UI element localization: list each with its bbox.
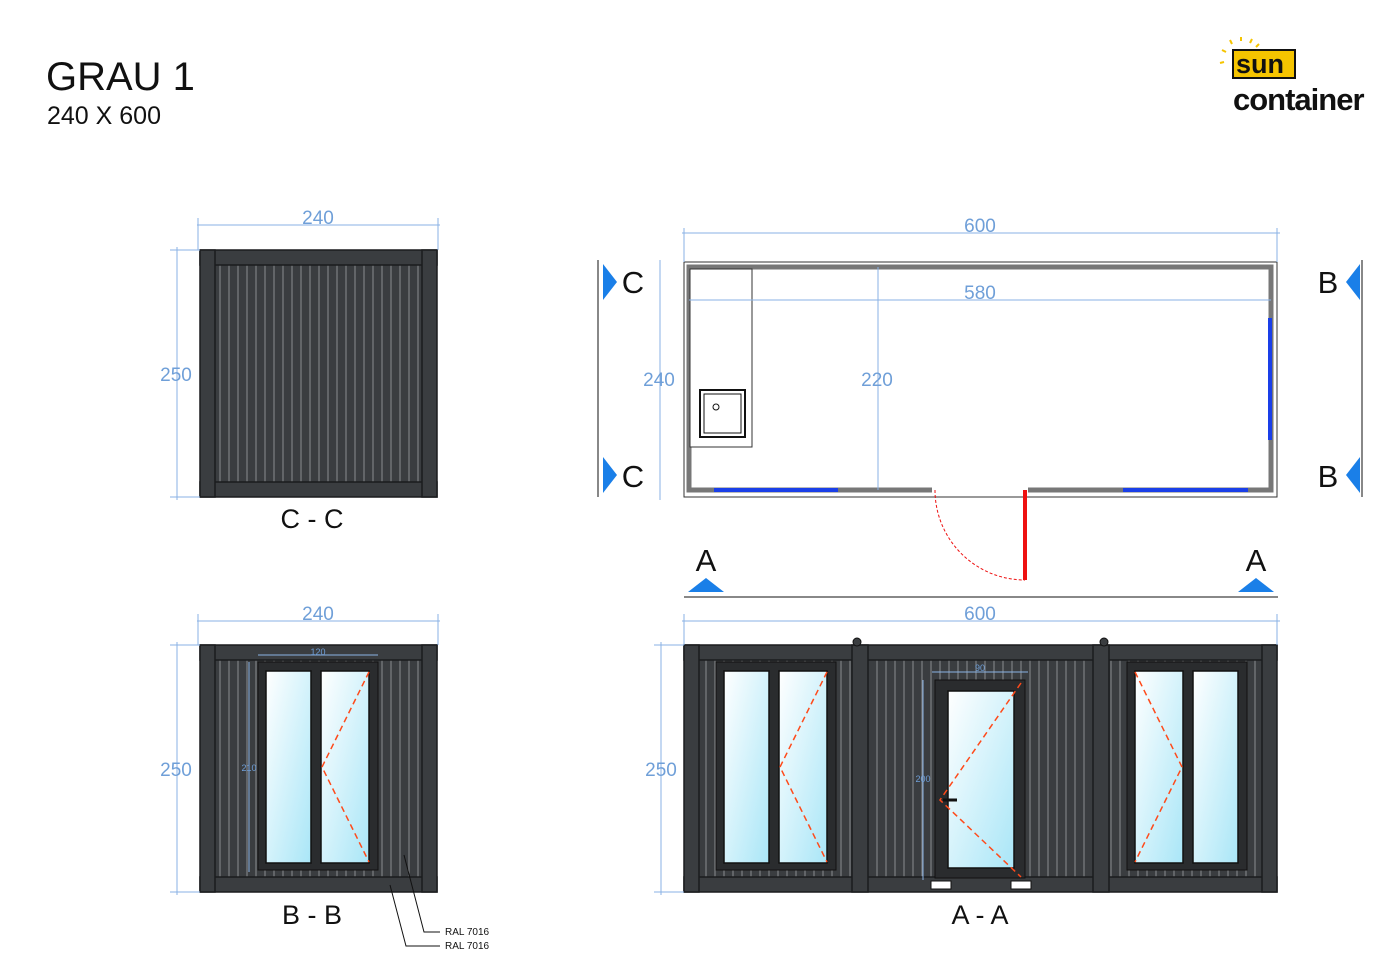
section-b-b: 120 210 240 250 B - B RAL 7016 RAL 7016 bbox=[160, 604, 489, 952]
floor-plan: 600 580 240 220 C C B B A A bbox=[597, 216, 1363, 598]
aa-left-window-pane-1 bbox=[723, 670, 770, 864]
plan-width-dimension: 240 bbox=[643, 370, 675, 391]
plan-inner-length-dimension: 580 bbox=[964, 283, 996, 304]
aa-length-dimension: 600 bbox=[964, 604, 996, 625]
aa-right-window-pane-1 bbox=[1134, 670, 1184, 864]
aa-left-window-pane-2 bbox=[778, 670, 828, 864]
aa-door-width: 90 bbox=[975, 663, 985, 673]
bb-window-height: 210 bbox=[241, 763, 256, 773]
sheet-title: GRAU 1 bbox=[46, 55, 195, 99]
bb-window-width: 120 bbox=[310, 647, 325, 657]
section-c-marker-bottom bbox=[603, 457, 617, 493]
bb-window-pane-right bbox=[320, 670, 370, 864]
sun-container-logo: sun container bbox=[1219, 37, 1365, 117]
sheet-subtitle: 240 X 600 bbox=[47, 102, 161, 130]
bb-window-pane-left bbox=[265, 670, 312, 864]
bb-height-dimension: 250 bbox=[160, 760, 192, 781]
marker-a-right: A bbox=[1246, 543, 1267, 578]
bb-width-dimension: 240 bbox=[302, 604, 334, 625]
logo-container: container bbox=[1233, 82, 1364, 117]
marker-b-bottom: B bbox=[1318, 459, 1339, 494]
cc-width-dimension: 240 bbox=[302, 208, 334, 229]
logo-sun: sun bbox=[1236, 49, 1284, 79]
aa-right-window-pane-2 bbox=[1192, 670, 1239, 864]
aa-label: A - A bbox=[951, 900, 1008, 930]
cc-height-dimension: 250 bbox=[160, 365, 192, 386]
plan-length-dimension: 600 bbox=[964, 216, 996, 237]
aa-door-height: 200 bbox=[915, 774, 930, 784]
door-swing-arc bbox=[934, 489, 1026, 581]
section-a-marker-right bbox=[1238, 578, 1274, 592]
plan-windows bbox=[714, 318, 1272, 492]
section-b-marker-top bbox=[1346, 264, 1360, 300]
aa-height-dimension: 250 bbox=[645, 760, 677, 781]
section-b-marker-bottom bbox=[1346, 457, 1360, 493]
ral-note-1: RAL 7016 bbox=[445, 927, 490, 938]
section-c-marker-top bbox=[603, 264, 617, 300]
section-c-c: 240 250 C - C bbox=[160, 208, 440, 534]
marker-b-top: B bbox=[1318, 265, 1339, 300]
marker-a-left: A bbox=[696, 543, 717, 578]
bb-label: B - B bbox=[282, 900, 342, 930]
marker-c-top: C bbox=[622, 265, 644, 300]
plan-inner-width-dimension: 220 bbox=[861, 370, 893, 391]
marker-c-bottom: C bbox=[622, 459, 644, 494]
section-a-a: 90 200 600 250 A - A bbox=[645, 604, 1280, 930]
sink-icon bbox=[699, 389, 746, 438]
section-a-marker-left bbox=[688, 578, 724, 592]
cc-label: C - C bbox=[281, 504, 344, 534]
ral-note-2: RAL 7016 bbox=[445, 941, 490, 952]
